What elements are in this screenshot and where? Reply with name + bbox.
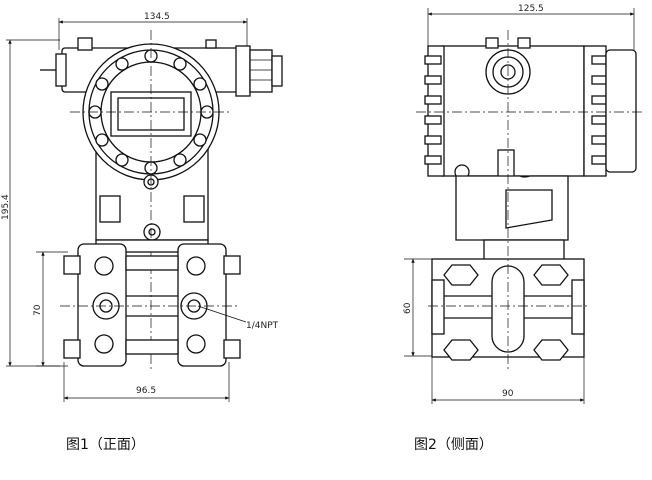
side-caption: 图2（侧面） [414,437,493,453]
front-dim-flange-height: 70 [33,304,43,316]
front-dim-bottom-width: 96.5 [136,386,156,396]
side-hex-nuts [443,264,569,361]
front-caption: 图1（正面） [66,437,145,453]
side-dim-bottom-width: 90 [502,389,514,399]
side-dim-flange-height: 60 [403,302,413,314]
front-ports [92,256,208,354]
front-dim-top-width: 134.5 [144,12,170,22]
front-view: 134.5 195.4 70 96.5 [1,12,283,402]
side-dim-top-width: 125.5 [518,4,544,14]
side-view: 125.5 60 90 [403,4,644,404]
side-fins-left [424,55,442,165]
front-dim-total-height: 195.4 [1,194,11,220]
front-port-label: 1/4NPT [246,321,279,331]
